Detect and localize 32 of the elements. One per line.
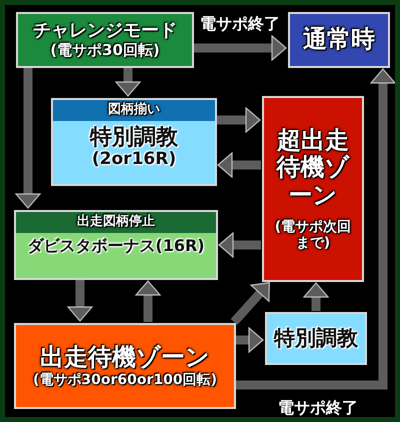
arrow bbox=[15, 68, 41, 209]
arrow bbox=[194, 35, 287, 61]
arrow bbox=[236, 68, 395, 390]
bonus-box bbox=[14, 210, 218, 280]
mode-box bbox=[16, 12, 194, 68]
arrow bbox=[67, 280, 93, 322]
node-subtitle: ダビスタボーナス(16R) bbox=[27, 236, 205, 256]
node-title: 超出走待機ゾーン bbox=[275, 126, 351, 210]
node-subtitle: (2or16R) bbox=[92, 150, 176, 170]
arrow bbox=[303, 282, 329, 311]
arrow bbox=[115, 68, 141, 97]
arrow bbox=[218, 232, 261, 258]
node-subtitle: (電サポ30回転) bbox=[50, 42, 160, 59]
arrow bbox=[217, 152, 261, 178]
node-title: チャレンジモード bbox=[33, 21, 177, 42]
arrow bbox=[230, 282, 270, 325]
bonus-box bbox=[51, 98, 217, 186]
state-box bbox=[288, 12, 390, 68]
node-title: 特別調教 bbox=[274, 326, 358, 351]
node-subtitle: 特別調教 bbox=[90, 124, 178, 150]
arrow bbox=[217, 107, 261, 133]
node-subtitle: (電サポ30or60or100回転) bbox=[32, 372, 218, 388]
zone-box bbox=[14, 323, 236, 409]
zone-box bbox=[262, 96, 364, 282]
node-title: 通常時 bbox=[303, 26, 375, 54]
arrow bbox=[236, 327, 264, 353]
arrow bbox=[135, 280, 161, 322]
node-subtitle: (電サポ次回まで) bbox=[274, 219, 352, 252]
node-title: 出走待機ゾーン bbox=[40, 344, 210, 372]
bonus-box bbox=[265, 312, 367, 365]
header-band: 出走図柄停止 bbox=[16, 212, 216, 233]
header-band: 図柄揃い bbox=[53, 100, 215, 121]
